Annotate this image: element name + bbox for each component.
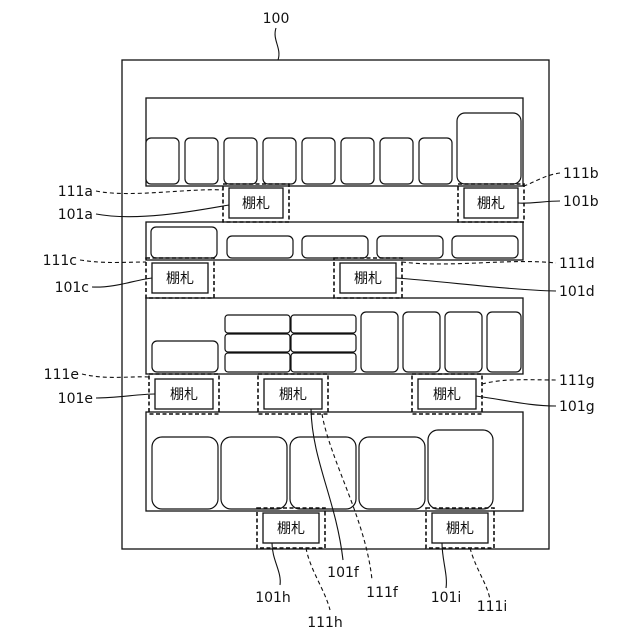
item	[419, 138, 452, 184]
shelf-tag-e: 棚札	[149, 374, 219, 414]
item	[291, 334, 356, 352]
shelf-tag-i: 棚札	[426, 508, 494, 548]
leader-101i	[442, 543, 446, 588]
ref-101e: 101e	[58, 391, 93, 407]
item	[152, 437, 218, 509]
item	[361, 312, 398, 372]
shelf-tag-d-text: 棚札	[354, 271, 382, 287]
item	[302, 236, 368, 258]
item	[291, 315, 356, 333]
item	[227, 236, 293, 258]
shelf-tag-g-text: 棚札	[433, 387, 461, 403]
shelf-tag-i-text: 棚札	[446, 521, 474, 537]
shelf-tag-h-text: 棚札	[277, 521, 305, 537]
shelf-tag-h: 棚札	[257, 508, 325, 548]
item	[224, 138, 257, 184]
item	[487, 312, 521, 372]
item	[225, 315, 290, 333]
shelf-4-items	[152, 430, 493, 509]
item	[152, 341, 218, 372]
shelf-tag-f-text: 棚札	[279, 387, 307, 403]
item	[377, 236, 443, 258]
ref-111a: 111a	[58, 184, 93, 200]
item	[225, 353, 290, 372]
ref-101h: 101h	[255, 590, 291, 606]
item	[457, 113, 521, 184]
shelf-tag-d: 棚札	[334, 258, 402, 298]
item	[341, 138, 374, 184]
shelf-tag-b-text: 棚札	[477, 196, 505, 212]
ref-101f: 101f	[327, 565, 360, 581]
ref-111i: 111i	[477, 599, 508, 615]
ref-101a: 101a	[58, 207, 93, 223]
shelf-tag-e-text: 棚札	[170, 387, 198, 403]
item	[445, 312, 482, 372]
item	[221, 437, 287, 509]
ref-111b: 111b	[563, 166, 599, 182]
item	[151, 227, 217, 258]
item	[225, 334, 290, 352]
shelf-tag-g: 棚札	[412, 374, 482, 414]
leader-111i	[470, 548, 490, 600]
item	[146, 138, 179, 184]
cabinet-ref-leader	[275, 28, 279, 60]
item	[291, 353, 356, 372]
shelf-tag-c-text: 棚札	[166, 271, 194, 287]
shelf-tag-f: 棚札	[258, 374, 328, 414]
shelf-tag-a: 棚札	[223, 184, 289, 222]
shelf-tag-a-text: 棚札	[242, 196, 270, 212]
item	[359, 437, 425, 509]
ref-101b: 101b	[563, 194, 599, 210]
item	[380, 138, 413, 184]
cabinet-ref-label: 100	[263, 11, 290, 27]
ref-101g: 101g	[559, 399, 595, 415]
ref-111c: 111c	[43, 253, 77, 269]
ref-101c: 101c	[55, 280, 89, 296]
shelf-tag-c: 棚札	[146, 258, 214, 298]
ref-111f: 111f	[366, 585, 399, 601]
ref-111h: 111h	[307, 615, 343, 631]
ref-111e: 111e	[44, 367, 79, 383]
ref-111d: 111d	[559, 256, 595, 272]
item	[428, 430, 493, 509]
shelf-tag-b: 棚札	[458, 184, 524, 222]
item	[290, 437, 356, 509]
item	[185, 138, 218, 184]
item	[403, 312, 440, 372]
item	[302, 138, 335, 184]
item	[452, 236, 518, 258]
ref-101i: 101i	[431, 590, 462, 606]
item	[263, 138, 296, 184]
ref-101d: 101d	[559, 284, 595, 300]
ref-111g: 111g	[559, 373, 595, 389]
